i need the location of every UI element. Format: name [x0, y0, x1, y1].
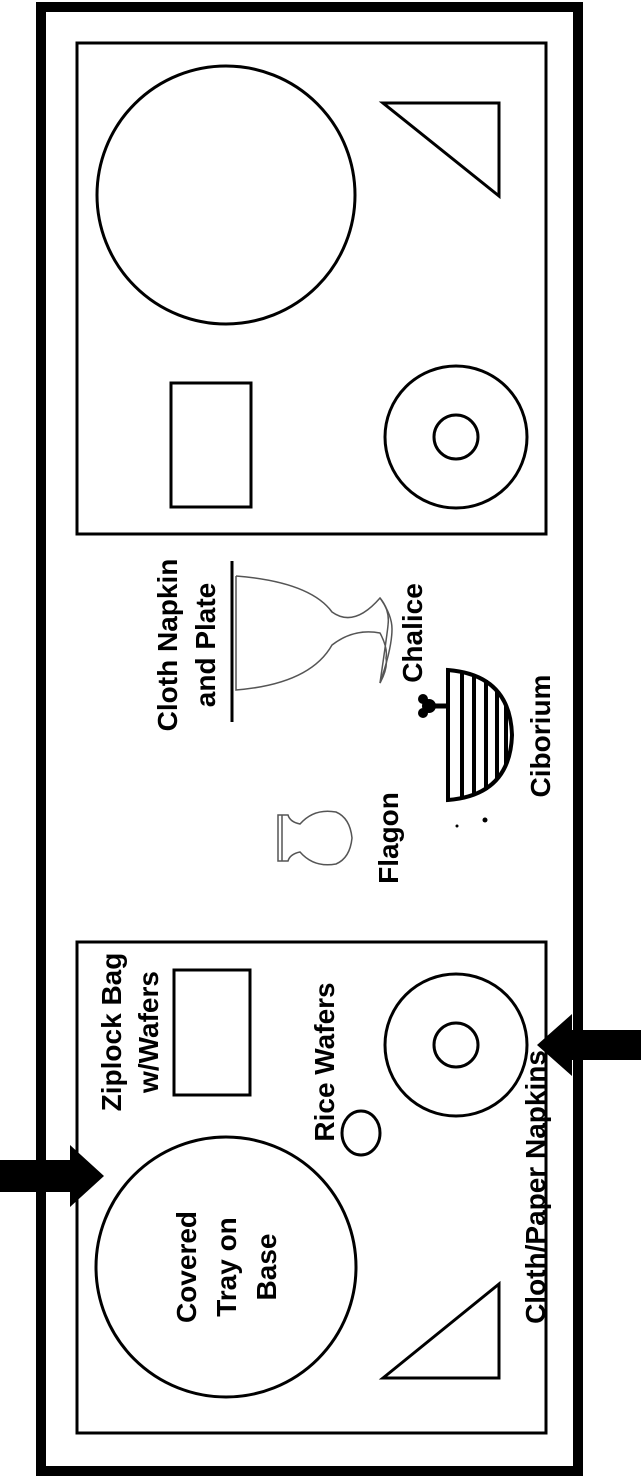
label-ziplock-1: Ziplock Bag: [96, 953, 127, 1112]
label-ziplock-2: w/Wafers: [133, 971, 164, 1094]
label-cloth-paper-napkins: Cloth/Paper Napkins: [520, 1050, 551, 1324]
label-chalice: Chalice: [397, 583, 428, 683]
label-covered-tray-2: Tray on: [211, 1217, 242, 1317]
label-cloth-napkin-plate-2: and Plate: [190, 583, 221, 707]
label-covered-tray-1: Covered: [171, 1211, 202, 1323]
label-flagon: Flagon: [373, 792, 404, 884]
label-covered-tray-3: Base: [251, 1234, 282, 1301]
label-rice-wafers: Rice Wafers: [309, 982, 340, 1141]
label-ciborium: Ciborium: [525, 675, 556, 798]
label-cloth-napkin-plate-1: Cloth Napkin: [152, 559, 183, 732]
